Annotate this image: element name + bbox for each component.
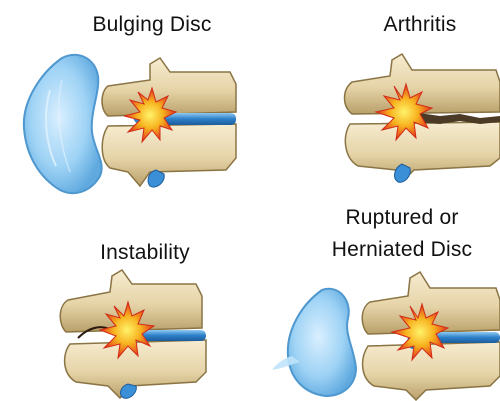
panel-bulging-disc	[24, 55, 236, 193]
disc-cross-section	[288, 289, 356, 396]
vertebra-upper	[102, 58, 236, 116]
vertebra-upper	[345, 54, 500, 114]
vertebra-lower	[102, 124, 236, 186]
panel-instability	[60, 270, 206, 398]
nerve-root	[121, 384, 137, 398]
disc-cross-section	[24, 55, 102, 193]
panel-arthritis	[345, 54, 500, 182]
vertebra-lower	[345, 122, 500, 180]
panel-ruptured-disc	[272, 272, 500, 400]
